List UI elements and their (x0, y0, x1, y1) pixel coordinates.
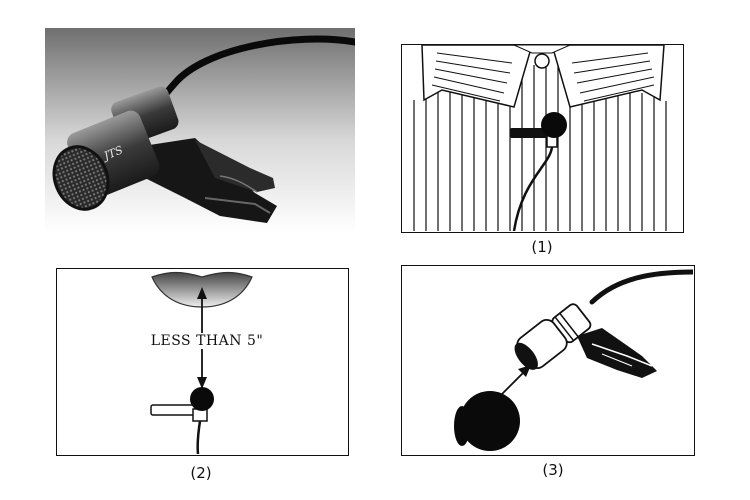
step-2-distance-panel: LESS THAN 5" (56, 268, 349, 456)
lavalier-mic-photo: JTS (45, 28, 355, 233)
step-2-caption: (2) (190, 464, 212, 482)
shirt-placement-drawing (413, 45, 667, 231)
step-1-caption: (1) (531, 238, 553, 256)
step-3-caption: (3) (542, 461, 564, 479)
mouth-distance-drawing (150, 271, 253, 454)
step-1-placement-panel (401, 44, 684, 233)
windscreen-attach-drawing (454, 269, 693, 451)
distance-label: LESS THAN 5" (137, 333, 277, 349)
product-photo: JTS (45, 28, 355, 233)
step-3-windscreen-panel (401, 265, 695, 456)
